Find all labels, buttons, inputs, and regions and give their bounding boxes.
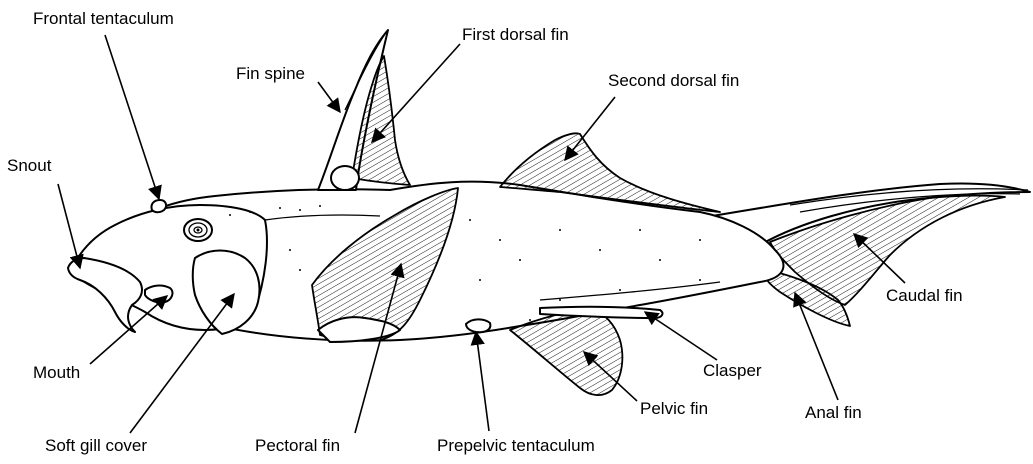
frontal-tentaculum-shape — [151, 200, 166, 212]
first-dorsal-fin-label-group: First dorsal fin — [372, 25, 569, 142]
eye — [184, 219, 212, 241]
pelvic-fin-label: Pelvic fin — [640, 399, 708, 418]
mouth-shape — [145, 286, 172, 303]
pelvic-fin-shape — [510, 310, 622, 395]
mouth-label: Mouth — [33, 363, 80, 382]
prepelvic-tentaculum-label: Prepelvic tentaculum — [437, 436, 595, 455]
pectoral-fin-label: Pectoral fin — [255, 436, 340, 455]
snout-label-group: Snout — [7, 156, 80, 268]
first-dorsal-fin-label: First dorsal fin — [462, 25, 569, 44]
frontal-tentaculum-label-group: Frontal tentaculum — [33, 9, 174, 199]
second-dorsal-fin-label: Second dorsal fin — [608, 71, 739, 90]
soft-gill-cover-label: Soft gill cover — [45, 436, 147, 455]
snout-label: Snout — [7, 156, 52, 175]
fin-spine-label-group: Fin spine — [236, 64, 340, 112]
clasper-label: Clasper — [703, 361, 762, 380]
second-dorsal-fin-label-group: Second dorsal fin — [565, 71, 739, 160]
fish-illustration — [68, 30, 1030, 395]
prepelvic-tentaculum-shape — [466, 319, 490, 332]
fin-spine-label: Fin spine — [236, 64, 305, 83]
frontal-tentaculum-label: Frontal tentaculum — [33, 9, 174, 28]
anal-fin-label: Anal fin — [805, 403, 862, 422]
clasper-label-group: Clasper — [645, 312, 762, 380]
caudal-fin-label: Caudal fin — [886, 286, 963, 305]
